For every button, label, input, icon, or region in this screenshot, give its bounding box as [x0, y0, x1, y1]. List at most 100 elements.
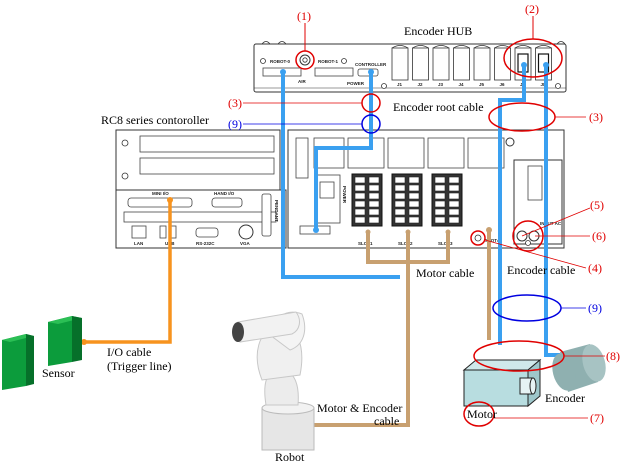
motor-body-front — [463, 369, 529, 407]
mini-io-connector[interactable] — [127, 197, 193, 208]
callout-9b: (9) — [588, 301, 602, 315]
ac-ground-terminal — [525, 240, 531, 246]
hub-jack-j6[interactable]: J6 — [494, 45, 511, 88]
hub-jack-j5[interactable]: J5 — [473, 45, 491, 88]
hub-jack-label: J8 — [541, 82, 547, 87]
motor-slot-label: SLOT3 — [438, 241, 453, 246]
callout-7-ring — [463, 401, 495, 427]
callout-7: (7) — [590, 411, 604, 425]
motor-encoder-cable-label: Motor & Encoder — [317, 401, 402, 415]
hub-jack-label: J3 — [438, 82, 444, 87]
motor-slot-3[interactable]: SLOT3 — [431, 173, 463, 246]
hub-jack-label: J6 — [500, 82, 506, 87]
encoder-cable-label: Encoder cable — [507, 263, 575, 277]
robot-upper-arm — [237, 311, 300, 343]
sensor-label: Sensor — [42, 366, 75, 380]
rs232c-label: RS-232C — [196, 241, 215, 246]
expansion-slot-1 — [139, 135, 275, 153]
encoder-root-cable — [314, 72, 373, 230]
rs232c-port[interactable] — [195, 227, 219, 238]
motor-slot-1[interactable]: SLOT1 — [351, 173, 383, 246]
controller-power-label: POWER — [342, 186, 347, 204]
lan-label: LAN — [134, 241, 143, 246]
encoder-root-cable-label: Encoder root cable — [393, 100, 484, 114]
option-slot — [123, 211, 277, 223]
io-trigger-cable — [84, 200, 172, 344]
vga-port[interactable] — [238, 224, 254, 240]
encoder-cable-encoder — [544, 65, 560, 357]
robot-arm — [232, 311, 315, 451]
io-cable-label: I/O cable — [107, 345, 151, 359]
pendant-label: PENDANT — [274, 200, 279, 222]
hand-io-label: HAND I/O — [214, 191, 235, 196]
right-unit-panel-2 — [347, 137, 385, 169]
callout-1: (1) — [297, 9, 311, 23]
hub-jack-label: J5 — [479, 82, 485, 87]
air-fitting[interactable] — [299, 54, 311, 66]
input-ac-label: INPUT AC — [540, 221, 562, 226]
hub-robot0-to-controller-cable — [281, 72, 400, 279]
cables — [81, 62, 560, 427]
robot-label: Robot — [275, 450, 305, 464]
slot4-label: SLOT4 — [485, 238, 500, 243]
callout-9a: (9) — [228, 117, 242, 131]
usb-port-1[interactable] — [159, 225, 167, 239]
power-switch[interactable] — [319, 181, 335, 199]
motor-encoder-cable-sublabel: cable — [374, 414, 399, 428]
mini-io-label: MINI I/O — [152, 191, 169, 196]
motor-slots: SLOT1 SLOT2 SLOT3 — [351, 173, 463, 246]
controller-title: RC8 series contoroller — [101, 113, 209, 127]
motor-slot-2[interactable]: SLOT2 — [391, 173, 423, 246]
hub-jack-label: J2 — [418, 82, 424, 87]
callout-markers — [243, 16, 605, 427]
hub-jack-j2[interactable]: J2 — [412, 45, 429, 88]
callout-8: (8) — [606, 349, 620, 363]
callout-4: (4) — [588, 261, 602, 275]
callout-2: (2) — [525, 2, 539, 16]
encoder — [552, 344, 606, 392]
robot0-port-label: ROBOT-0 — [270, 59, 290, 64]
robot1-port-label: ROBOT-1 — [318, 59, 338, 64]
encoder-cable-motor — [498, 65, 526, 345]
hub-jack-j4[interactable]: J4 — [453, 45, 470, 88]
robot-flange — [232, 322, 244, 342]
right-unit-blank — [295, 137, 309, 179]
callout-3a: (3) — [228, 96, 242, 110]
hub-power-label: POWER — [347, 81, 365, 86]
hub-jack-label: J4 — [459, 82, 465, 87]
motor-cable-label: Motor cable — [416, 266, 474, 280]
right-unit-panel-1 — [313, 137, 345, 169]
motor-slot-label: SLOT2 — [398, 241, 413, 246]
io-cable-sublabel: (Trigger line) — [107, 359, 172, 373]
pendant-connector[interactable] — [261, 193, 272, 237]
encoder-label: Encoder — [545, 391, 585, 405]
hand-io-connector[interactable] — [211, 197, 243, 208]
callout-3b: (3) — [589, 110, 603, 124]
callout-5: (5) — [590, 198, 604, 212]
hub-jack-j1[interactable]: J1 — [391, 45, 409, 88]
hub-jack-j3[interactable]: J3 — [432, 45, 450, 88]
callout-9b-ring — [492, 294, 562, 322]
lan-port[interactable] — [131, 225, 147, 239]
motor-slot-label: SLOT1 — [358, 241, 373, 246]
motor-and-encoder-cable — [312, 232, 450, 427]
robot1-connector[interactable] — [314, 67, 354, 77]
sensors — [2, 316, 82, 390]
expansion-slot-2 — [139, 157, 275, 175]
controller-connector[interactable] — [357, 68, 379, 77]
motor — [462, 358, 542, 408]
callout-6: (6) — [592, 229, 606, 243]
vga-label: VGA — [240, 241, 251, 246]
sensor-2-front — [48, 316, 72, 366]
right-unit-panel-3 — [387, 137, 425, 169]
callout-4-ring — [470, 230, 486, 246]
slot4-ground-screw — [474, 234, 482, 242]
encoder-hub-title: Encoder HUB — [404, 24, 472, 38]
side-module-window — [527, 165, 543, 201]
motor-label: Motor — [467, 407, 497, 421]
right-unit-panel-4 — [427, 137, 465, 169]
air-port-label: AIR — [298, 79, 307, 84]
controller-port-label: CONTROLLER — [355, 62, 387, 67]
